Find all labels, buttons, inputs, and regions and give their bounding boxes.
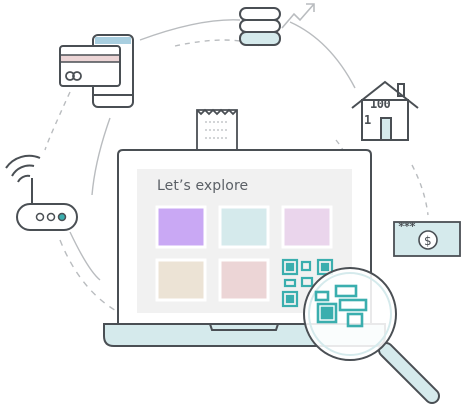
- check-icon: $: [393, 221, 461, 257]
- tile-teal: [218, 205, 270, 249]
- check-stars: ***: [398, 220, 416, 233]
- house-number-bottom: 1: [364, 113, 372, 127]
- receipt-icon: [196, 108, 238, 153]
- svg-text:$: $: [424, 234, 432, 248]
- qr-code-icon: [281, 258, 334, 308]
- house-icon: [351, 80, 419, 141]
- tiles-grid: [155, 205, 333, 302]
- tile-pink: [281, 205, 333, 249]
- screen-title: Let’s explore: [157, 178, 249, 194]
- coins-stack-icon: [239, 7, 281, 46]
- tile-rose: [218, 258, 270, 302]
- wifi-router-icon: [5, 154, 78, 231]
- trend-arrow-icon: [281, 3, 315, 29]
- house-number-top: 100: [370, 97, 391, 111]
- credit-card-icon: [59, 45, 121, 87]
- tile-beige: [155, 258, 207, 302]
- tile-purple: [155, 205, 207, 249]
- magnifier-icon: [303, 267, 440, 404]
